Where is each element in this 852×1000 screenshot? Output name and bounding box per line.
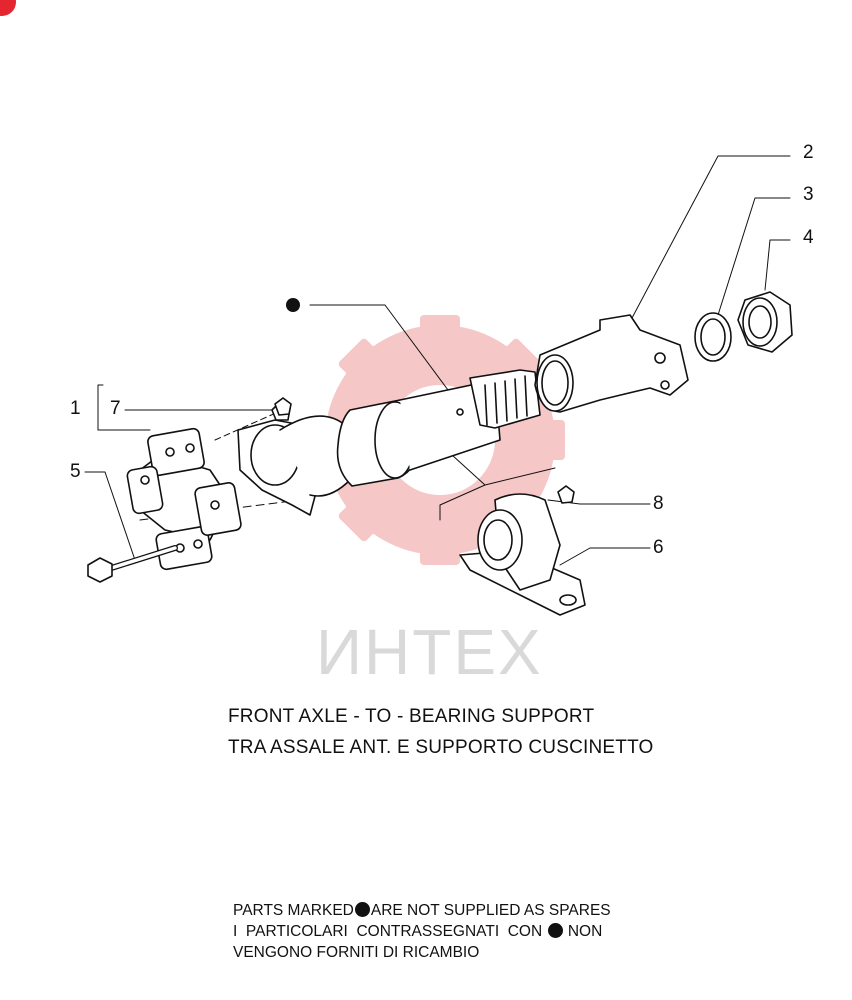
caption-italian: TRA ASSALE ANT. E SUPPORTO CUSCINETTO [228, 737, 654, 758]
seal-ring [694, 312, 732, 362]
bolt [87, 545, 178, 583]
not-supplied-marker [286, 298, 300, 312]
callout-6: 6 [653, 537, 664, 558]
note-line-2: I PARTICOLARI CONTRASSEGNATI CON NON [233, 921, 611, 942]
filled-dot-icon [354, 902, 370, 917]
note-line-1-start: PARTS MARKED [233, 902, 354, 919]
hex-nut [737, 291, 793, 353]
callout-8: 8 [653, 493, 664, 514]
callout-7: 7 [110, 398, 121, 419]
universal-joint-cross [126, 427, 242, 571]
splined-shaft [469, 369, 541, 429]
callout-2: 2 [803, 142, 814, 163]
grease-nipple [274, 397, 575, 504]
exploded-parts-diagram [84, 155, 793, 616]
spares-note: PARTS MARKED ARE NOT SUPPLIED AS SPARES I… [233, 900, 611, 963]
callout-5: 5 [70, 461, 81, 482]
yoke [237, 401, 351, 516]
note-line-3: VENGONO FORNITI DI RICAMBIO [233, 944, 480, 961]
watermark-text: ИНТЕХ [316, 616, 543, 688]
callout-1: 1 [70, 398, 81, 419]
filled-dot-icon [547, 923, 563, 938]
note-line-1: PARTS MARKED ARE NOT SUPPLIED AS SPARES [233, 900, 611, 921]
flange-yoke [534, 314, 689, 413]
note-line-2-start: I PARTICOLARI CONTRASSEGNATI CON [233, 923, 543, 940]
bearing-support [459, 493, 586, 616]
callout-3: 3 [803, 184, 814, 205]
caption-english: FRONT AXLE - TO - BEARING SUPPORT [228, 706, 595, 727]
callout-4: 4 [803, 227, 814, 248]
note-line-2-end: NON [567, 923, 603, 940]
note-line-1-end: ARE NOT SUPPLIED AS SPARES [370, 902, 611, 919]
